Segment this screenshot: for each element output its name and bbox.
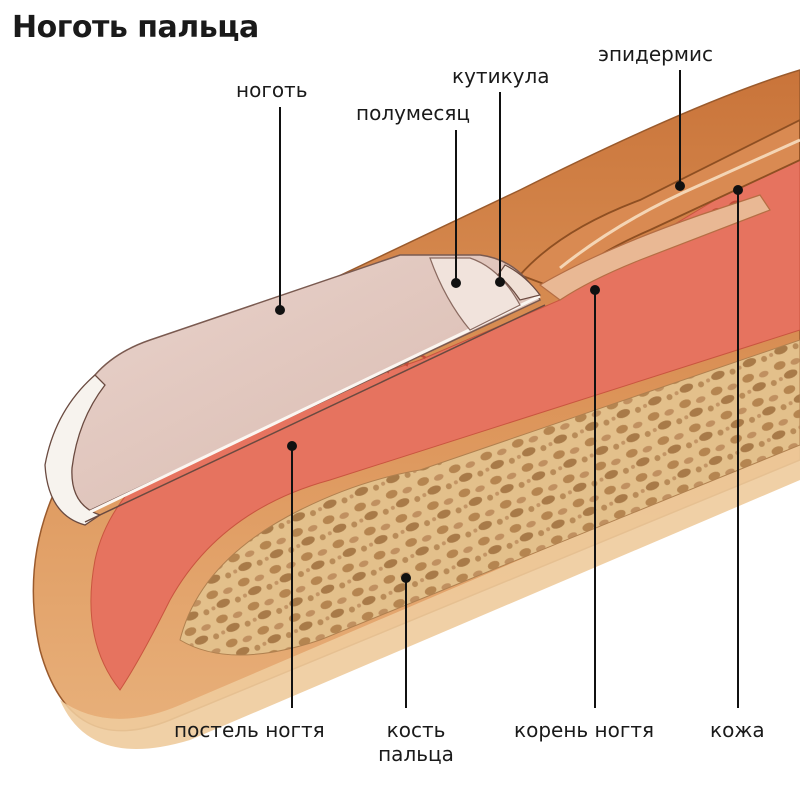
label-nail: ноготь: [236, 78, 308, 102]
label-lunula: полумесяц: [356, 101, 470, 125]
leader-nail-dot: [275, 305, 285, 315]
leader-lines: [275, 70, 743, 708]
leader-cuticle-dot: [495, 277, 505, 287]
label-bone-line1: кость: [386, 718, 446, 742]
lower-skin-band: [60, 440, 800, 749]
label-bone-line2: пальца: [378, 742, 454, 766]
nail-root-shape: [538, 194, 771, 301]
nail-free-edge: [44, 374, 106, 526]
leader-epidermis-dot: [675, 181, 685, 191]
nail-underside-highlight: [89, 294, 541, 514]
leader-skin-dot: [733, 185, 743, 195]
leader-nail-root-dot: [590, 285, 600, 295]
label-nail-bed: постель ногтя: [174, 718, 325, 742]
epidermis-line: [559, 138, 800, 270]
label-cuticle: кутикула: [452, 64, 550, 88]
label-bone: кость пальца: [366, 718, 466, 766]
bone: [179, 339, 800, 656]
lunula-shape: [429, 257, 521, 331]
label-nail-root: корень ногтя: [514, 718, 655, 742]
leader-lunula-dot: [451, 278, 461, 288]
leader-nail-bed-dot: [287, 441, 297, 451]
diagram-title: Ноготь пальца: [12, 10, 259, 45]
label-epidermis: эпидермис: [598, 42, 713, 66]
leader-bone-dot: [401, 573, 411, 583]
label-skin: кожа: [710, 718, 765, 742]
nail-underside-line: [84, 304, 546, 523]
